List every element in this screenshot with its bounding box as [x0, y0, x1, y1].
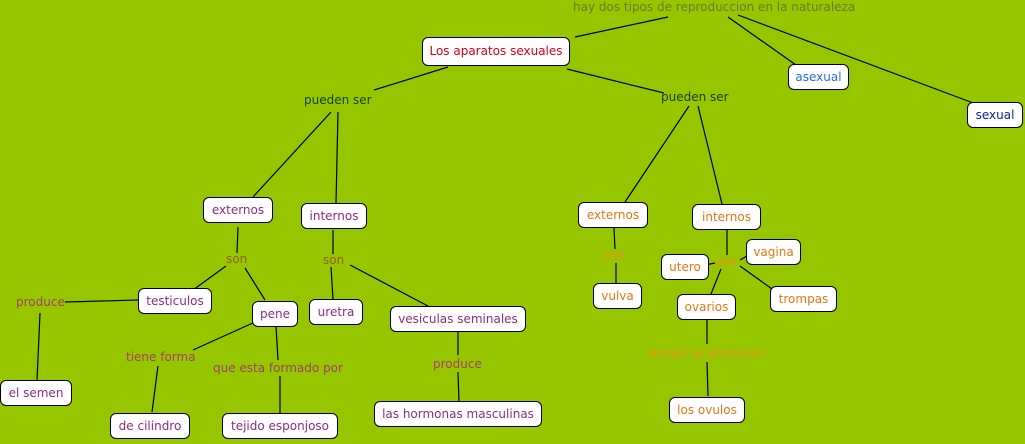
link-produce-semen: [36, 312, 41, 381]
female-externos-son-label: son: [604, 248, 626, 262]
link-root-main: [574, 16, 669, 38]
link-tieneforma-cilindro: [151, 365, 159, 413]
trompas-node[interactable]: trompas: [770, 286, 837, 312]
link-main-puedenl: [373, 66, 449, 91]
link-pene-tieneforma: [192, 321, 256, 351]
main-concept-node[interactable]: Los aparatos sexuales: [422, 37, 570, 66]
produce-hormonas-label: produce: [433, 357, 482, 371]
link-main-puedenr: [566, 68, 665, 94]
female-externos-node[interactable]: externos: [578, 202, 648, 228]
asexual-node[interactable]: asexual: [788, 64, 849, 90]
utero-node[interactable]: utero: [661, 254, 709, 280]
ovarios-node[interactable]: ovarios: [677, 294, 736, 320]
hormonas-masculinas-node[interactable]: las hormonas masculinas: [374, 401, 542, 427]
link-son-uretra: [330, 266, 334, 300]
male-internos-node[interactable]: internos: [301, 203, 367, 229]
link-puedenl-int: [335, 111, 339, 204]
tiene-forma-label: tiene forma: [126, 350, 196, 364]
testiculos-node[interactable]: testiculos: [138, 288, 212, 314]
vesiculas-seminales-node[interactable]: vesiculas seminales: [390, 306, 526, 332]
link-son-testiculos: [192, 265, 227, 291]
link-son-vagina: [739, 255, 748, 261]
link-ext-son: [236, 226, 239, 254]
link-root-sexual: [737, 14, 977, 105]
pene-node[interactable]: pene: [252, 301, 298, 327]
male-internos-son-label: son: [323, 253, 345, 267]
el-semen-node[interactable]: el semen: [0, 380, 72, 406]
produce-semen-label: produce: [16, 295, 65, 309]
link-son-pene: [244, 267, 266, 301]
male-externos-son-label: son: [226, 252, 248, 266]
sexual-node[interactable]: sexual: [967, 102, 1023, 128]
pueden-ser-left-label: pueden ser: [304, 93, 372, 107]
tejido-esponjoso-node[interactable]: tejido esponjoso: [222, 413, 338, 439]
link-puedenr-ext: [624, 105, 690, 203]
de-cilindro-node[interactable]: de cilindro: [110, 413, 190, 439]
los-ovulos-node[interactable]: los ovulos: [669, 397, 745, 423]
female-internos-node[interactable]: internos: [692, 204, 761, 230]
female-internos-son-label: son: [716, 255, 738, 269]
link-son-trompas: [739, 265, 773, 290]
link-fext-son: [613, 227, 616, 250]
male-externos-node[interactable]: externos: [203, 197, 273, 223]
uretra-node[interactable]: uretra: [309, 299, 363, 325]
link-donde-ovulos: [706, 361, 709, 397]
pueden-ser-right-label: pueden ser: [661, 90, 729, 104]
vagina-node[interactable]: vagina: [746, 239, 801, 265]
link-pene-formado: [275, 325, 279, 361]
donde-se-producen-label: donde se producen: [649, 346, 765, 360]
link-puedenr-int: [697, 105, 723, 205]
link-son-vesiculas: [349, 264, 429, 307]
link-son-ovarios: [710, 268, 722, 295]
link-testiculos-produce: [64, 299, 140, 303]
link-root-asexual: [727, 16, 797, 66]
link-puedenl-ext: [252, 111, 332, 198]
vulva-node[interactable]: vulva: [593, 283, 642, 309]
formado-por-label: que esta formado por: [213, 361, 343, 375]
root-linking-phrase: hay dos tipos de reproduccion en la natu…: [573, 0, 856, 14]
link-produce-hormonas: [457, 371, 460, 403]
